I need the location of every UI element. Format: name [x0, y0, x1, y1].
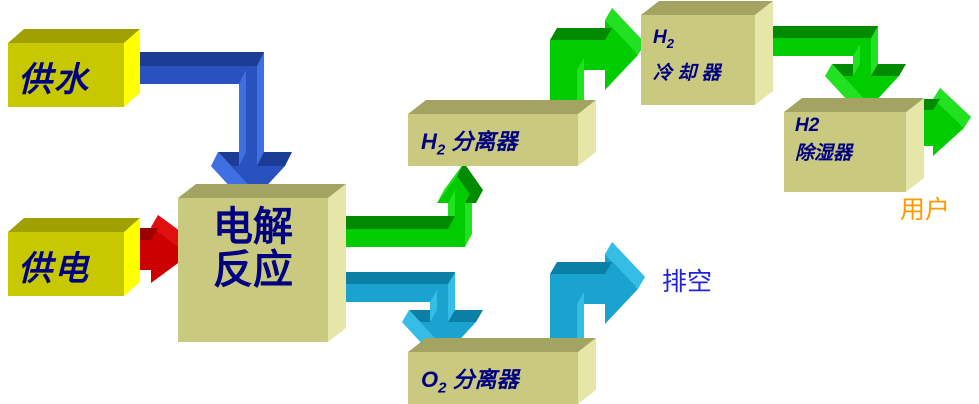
o2-separator-formula: O: [421, 367, 439, 392]
h2-cooler-formula: H: [653, 27, 667, 48]
node-h2-separator[interactable]: [408, 100, 596, 166]
node-water-supply[interactable]: [8, 29, 140, 107]
node-o2-separator-label: O2 分离器: [421, 362, 519, 396]
node-h2-dehumidifier[interactable]: [784, 98, 924, 192]
node-water-supply-label: 供水: [18, 61, 90, 99]
h2-separator-formula: H: [421, 129, 437, 154]
h2-separator-subscript: 2: [436, 141, 446, 159]
water-feed-arrow: [113, 52, 292, 206]
node-power-supply[interactable]: [8, 218, 140, 296]
oxygen-to-vent-arrow: [550, 242, 645, 364]
node-h2-cooler-label-line2: 冷 却 器: [653, 63, 721, 85]
node-electrolysis-label-line2: 反应: [213, 248, 293, 293]
user-label: 用户: [900, 196, 951, 224]
h2-separator-suffix: 分离器: [445, 129, 518, 154]
node-electrolysis[interactable]: [178, 184, 346, 342]
h2-cooler-subscript: 2: [666, 35, 674, 51]
vent-label: 排空: [662, 268, 713, 296]
node-h2-dehumidifier-label-line2: 除湿器: [795, 142, 853, 164]
node-h2-separator-label: H2 分离器: [421, 124, 517, 158]
hydrogen-out-arrow: [338, 163, 483, 247]
node-h2-cooler[interactable]: [641, 1, 773, 105]
node-h2-dehumidifier-label-line1: H2: [795, 115, 820, 136]
o2-separator-suffix: 分离器: [446, 367, 519, 392]
node-o2-separator[interactable]: [408, 338, 596, 404]
o2-separator-subscript: 2: [438, 379, 447, 397]
hydrogen-to-dehumidifier-arrow: [760, 26, 906, 116]
node-electrolysis-label-line1: 电解: [213, 205, 293, 249]
node-h2-cooler-label: H2 冷 却 器: [653, 20, 721, 93]
node-power-supply-label: 供电: [18, 250, 90, 288]
node-h2-dehumidifier-label: H2 除湿器: [795, 112, 852, 167]
node-electrolysis-label: 电解 反应: [188, 205, 318, 293]
node-h2-cooler-label-line1: H2: [653, 20, 721, 56]
